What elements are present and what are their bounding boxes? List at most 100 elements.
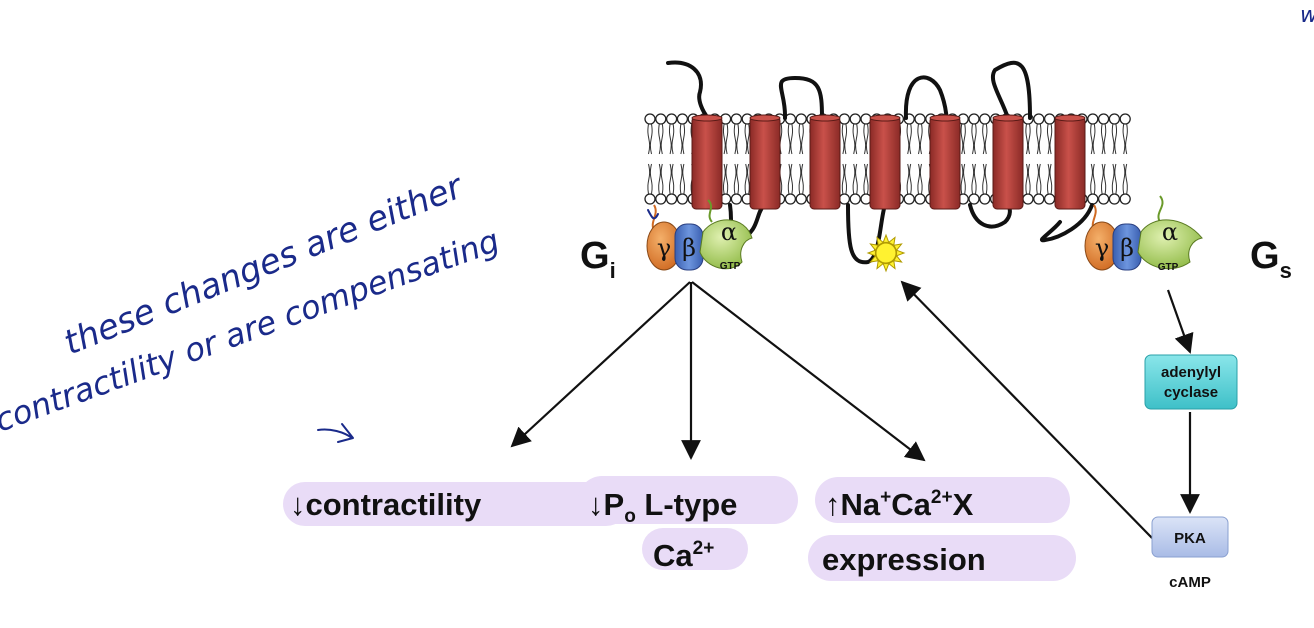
transmembrane-helix — [929, 116, 961, 210]
transmembrane-helix-cap — [809, 114, 841, 122]
lipid-tail — [917, 163, 923, 195]
gi-alpha-subunit — [699, 219, 753, 270]
lipid-tail — [658, 163, 664, 195]
gs-beta-label: β — [1120, 234, 1134, 262]
effect-po-l-type: ↓Po L-type — [588, 487, 737, 527]
lipid-tail — [960, 163, 966, 195]
lipid-tail — [1101, 163, 1107, 195]
lipid-tail — [982, 123, 988, 155]
transmembrane-helix — [869, 116, 901, 210]
lipid-head — [838, 113, 851, 125]
gs-cascade-arrows — [900, 280, 1200, 539]
lipid-tail — [733, 163, 739, 195]
sun-ray — [887, 260, 896, 270]
lipid-head — [784, 193, 797, 205]
lipid-tail — [1090, 163, 1096, 195]
lipid-tail — [733, 123, 739, 155]
lipid-tail — [1025, 163, 1031, 195]
gi-main-label: Gi — [580, 235, 616, 283]
lipid-tail — [1111, 163, 1117, 195]
sun-ray — [869, 254, 879, 263]
lipid-head — [655, 113, 667, 125]
adenylyl-cyclase-box: adenylyl cyclase — [1144, 354, 1238, 410]
lipid-head — [914, 193, 926, 205]
lipid-tail — [841, 163, 847, 195]
gi-beta-label: β — [682, 234, 696, 262]
lipid-head — [1097, 193, 1110, 205]
transmembrane-helix-cap — [691, 114, 723, 122]
gs-protein: γ β α GTP — [1084, 195, 1203, 273]
lipid-tail — [917, 123, 923, 155]
gi-gamma-label: γ — [657, 234, 671, 262]
lipid-head — [676, 113, 689, 125]
lipid-tail — [744, 123, 750, 155]
lipid-tail — [658, 123, 664, 155]
lipid-tail — [647, 123, 653, 155]
handwriting-corner-mark: w — [1300, 3, 1314, 28]
lipid-tail — [1090, 123, 1096, 155]
gs-alpha-subunit — [1137, 219, 1203, 270]
lipid-tail — [971, 163, 977, 195]
sun-ray — [893, 243, 903, 252]
lipid-tail — [1036, 163, 1042, 195]
lipid-head — [1108, 193, 1121, 205]
lipid-head — [665, 113, 678, 125]
transmembrane-helix — [691, 116, 723, 210]
phosphorylation-sun-icon — [866, 233, 906, 273]
transmembrane-helix-cap — [1054, 114, 1086, 122]
highlighter-marks — [283, 476, 1076, 581]
lipid-head — [665, 193, 678, 205]
lipid-tail — [1036, 123, 1042, 155]
lipid-head — [644, 193, 656, 205]
transmembrane-helices — [691, 114, 1086, 210]
adenylyl-cyclase-line2: cyclase — [1164, 384, 1218, 401]
lipid-head — [795, 113, 807, 125]
lipid-tail — [852, 163, 858, 195]
lipid-tail — [1025, 123, 1031, 155]
effect-contractility: ↓contractility — [290, 487, 482, 522]
sun-ray — [893, 254, 903, 263]
gs-gtp-label: GTP — [1158, 262, 1179, 273]
lipid-head — [1022, 193, 1034, 205]
pka-box: PKA — [1151, 516, 1229, 558]
sun-ray — [876, 260, 885, 270]
handwritten-arrow-mark — [317, 423, 354, 443]
gi-effect-arrows — [510, 281, 926, 462]
lipid-head — [1087, 193, 1099, 205]
handwritten-tick — [647, 209, 659, 220]
lipid-tail — [906, 123, 912, 155]
transmembrane-helix — [992, 116, 1024, 210]
transmembrane-helix — [809, 116, 841, 210]
gi-gtp-label: GTP — [720, 261, 741, 272]
lipid-tail — [787, 163, 793, 195]
lipid-head — [1043, 113, 1056, 125]
sun-ray — [887, 236, 896, 246]
lipid-head — [1119, 113, 1131, 125]
lipid-tail — [669, 123, 675, 155]
lipid-head — [644, 113, 656, 125]
effect-expression: expression — [822, 542, 986, 577]
lipid-tail — [787, 123, 793, 155]
lipid-head — [849, 113, 861, 125]
lipid-tail — [1047, 123, 1053, 155]
lipid-head — [676, 193, 689, 205]
sun-ray — [869, 243, 879, 252]
transmembrane-helix-cap — [869, 114, 901, 122]
lipid-head — [1033, 113, 1045, 125]
lipid-head — [795, 193, 807, 205]
sun-ray — [882, 233, 890, 243]
lipid-head — [979, 113, 991, 125]
lipid-tail — [863, 163, 869, 195]
gi-protein: γ β α GTP — [646, 199, 753, 272]
lipid-tail — [1111, 123, 1117, 155]
handwritten-annotation: these changes are either contractility o… — [0, 3, 1314, 443]
transmembrane-helix-cap — [929, 114, 961, 122]
lipid-tail — [744, 163, 750, 195]
lipid-head — [903, 193, 915, 205]
transmembrane-helix — [1054, 116, 1086, 210]
gs-alpha-label: α — [1162, 218, 1178, 246]
lipid-head — [1033, 193, 1045, 205]
effect-ca-2plus: Ca2+ — [653, 538, 714, 573]
sun-ray — [876, 236, 885, 246]
